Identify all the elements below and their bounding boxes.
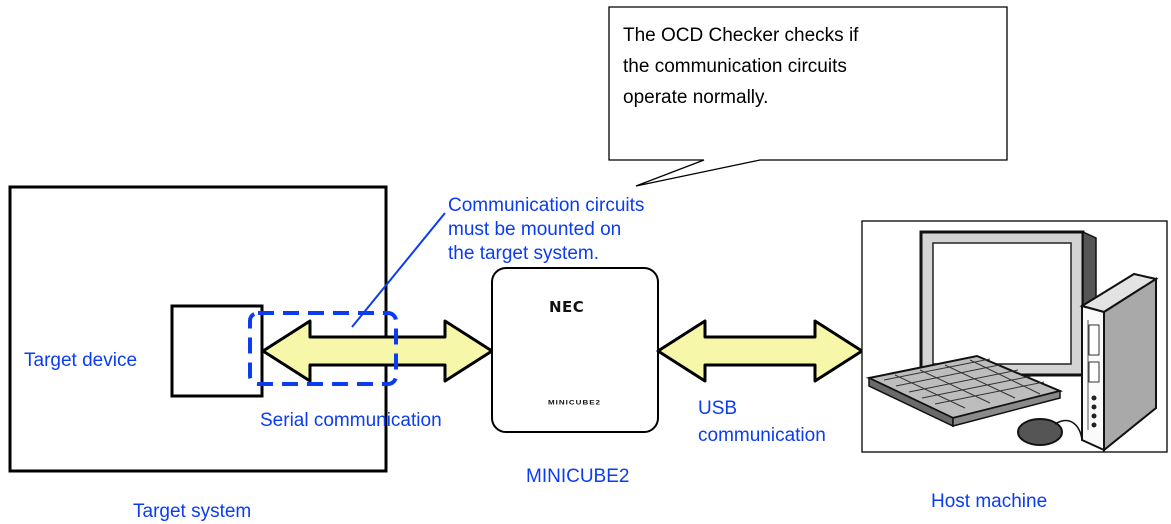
communication-circuits-note: Communication circuits must be mounted o…: [448, 194, 644, 266]
minicube2-device-print: MINICUBE2: [548, 399, 602, 406]
callout-line-3: operate normally.: [623, 87, 769, 108]
serial-communication-label: Serial communication: [260, 410, 442, 431]
annotation-line-1: Communication circuits: [448, 195, 645, 216]
callout-line-1: The OCD Checker checks if: [623, 25, 859, 46]
usb-communication-label: USB communication: [698, 397, 826, 448]
nec-logo: NEC: [549, 298, 585, 316]
target-system-label: Target system: [133, 501, 252, 522]
target-system-box: [8, 185, 388, 473]
usb-communication-arrow: [656, 319, 864, 383]
annotation-line-3: the target system.: [448, 243, 600, 264]
host-machine-label: Host machine: [931, 491, 1048, 512]
serial-communication-arrow: [261, 319, 494, 383]
target-device-box: [170, 304, 264, 398]
host-computer-illustration: [865, 230, 1159, 453]
callout-line-2: the communication circuits: [623, 56, 847, 77]
callout-text: The OCD Checker checks if the communicat…: [623, 20, 858, 113]
callout-bubble: [608, 6, 1008, 187]
usb-label-line-2: communication: [698, 425, 826, 446]
annotation-line-2: must be mounted on: [448, 219, 622, 240]
annotation-leader-line: [351, 212, 446, 328]
communication-circuits-dashed-box: [248, 311, 398, 386]
minicube2-label: MINICUBE2: [526, 466, 630, 487]
usb-label-line-1: USB: [698, 398, 738, 419]
minicube2-device: [491, 267, 659, 433]
target-device-label: Target device: [24, 349, 138, 373]
